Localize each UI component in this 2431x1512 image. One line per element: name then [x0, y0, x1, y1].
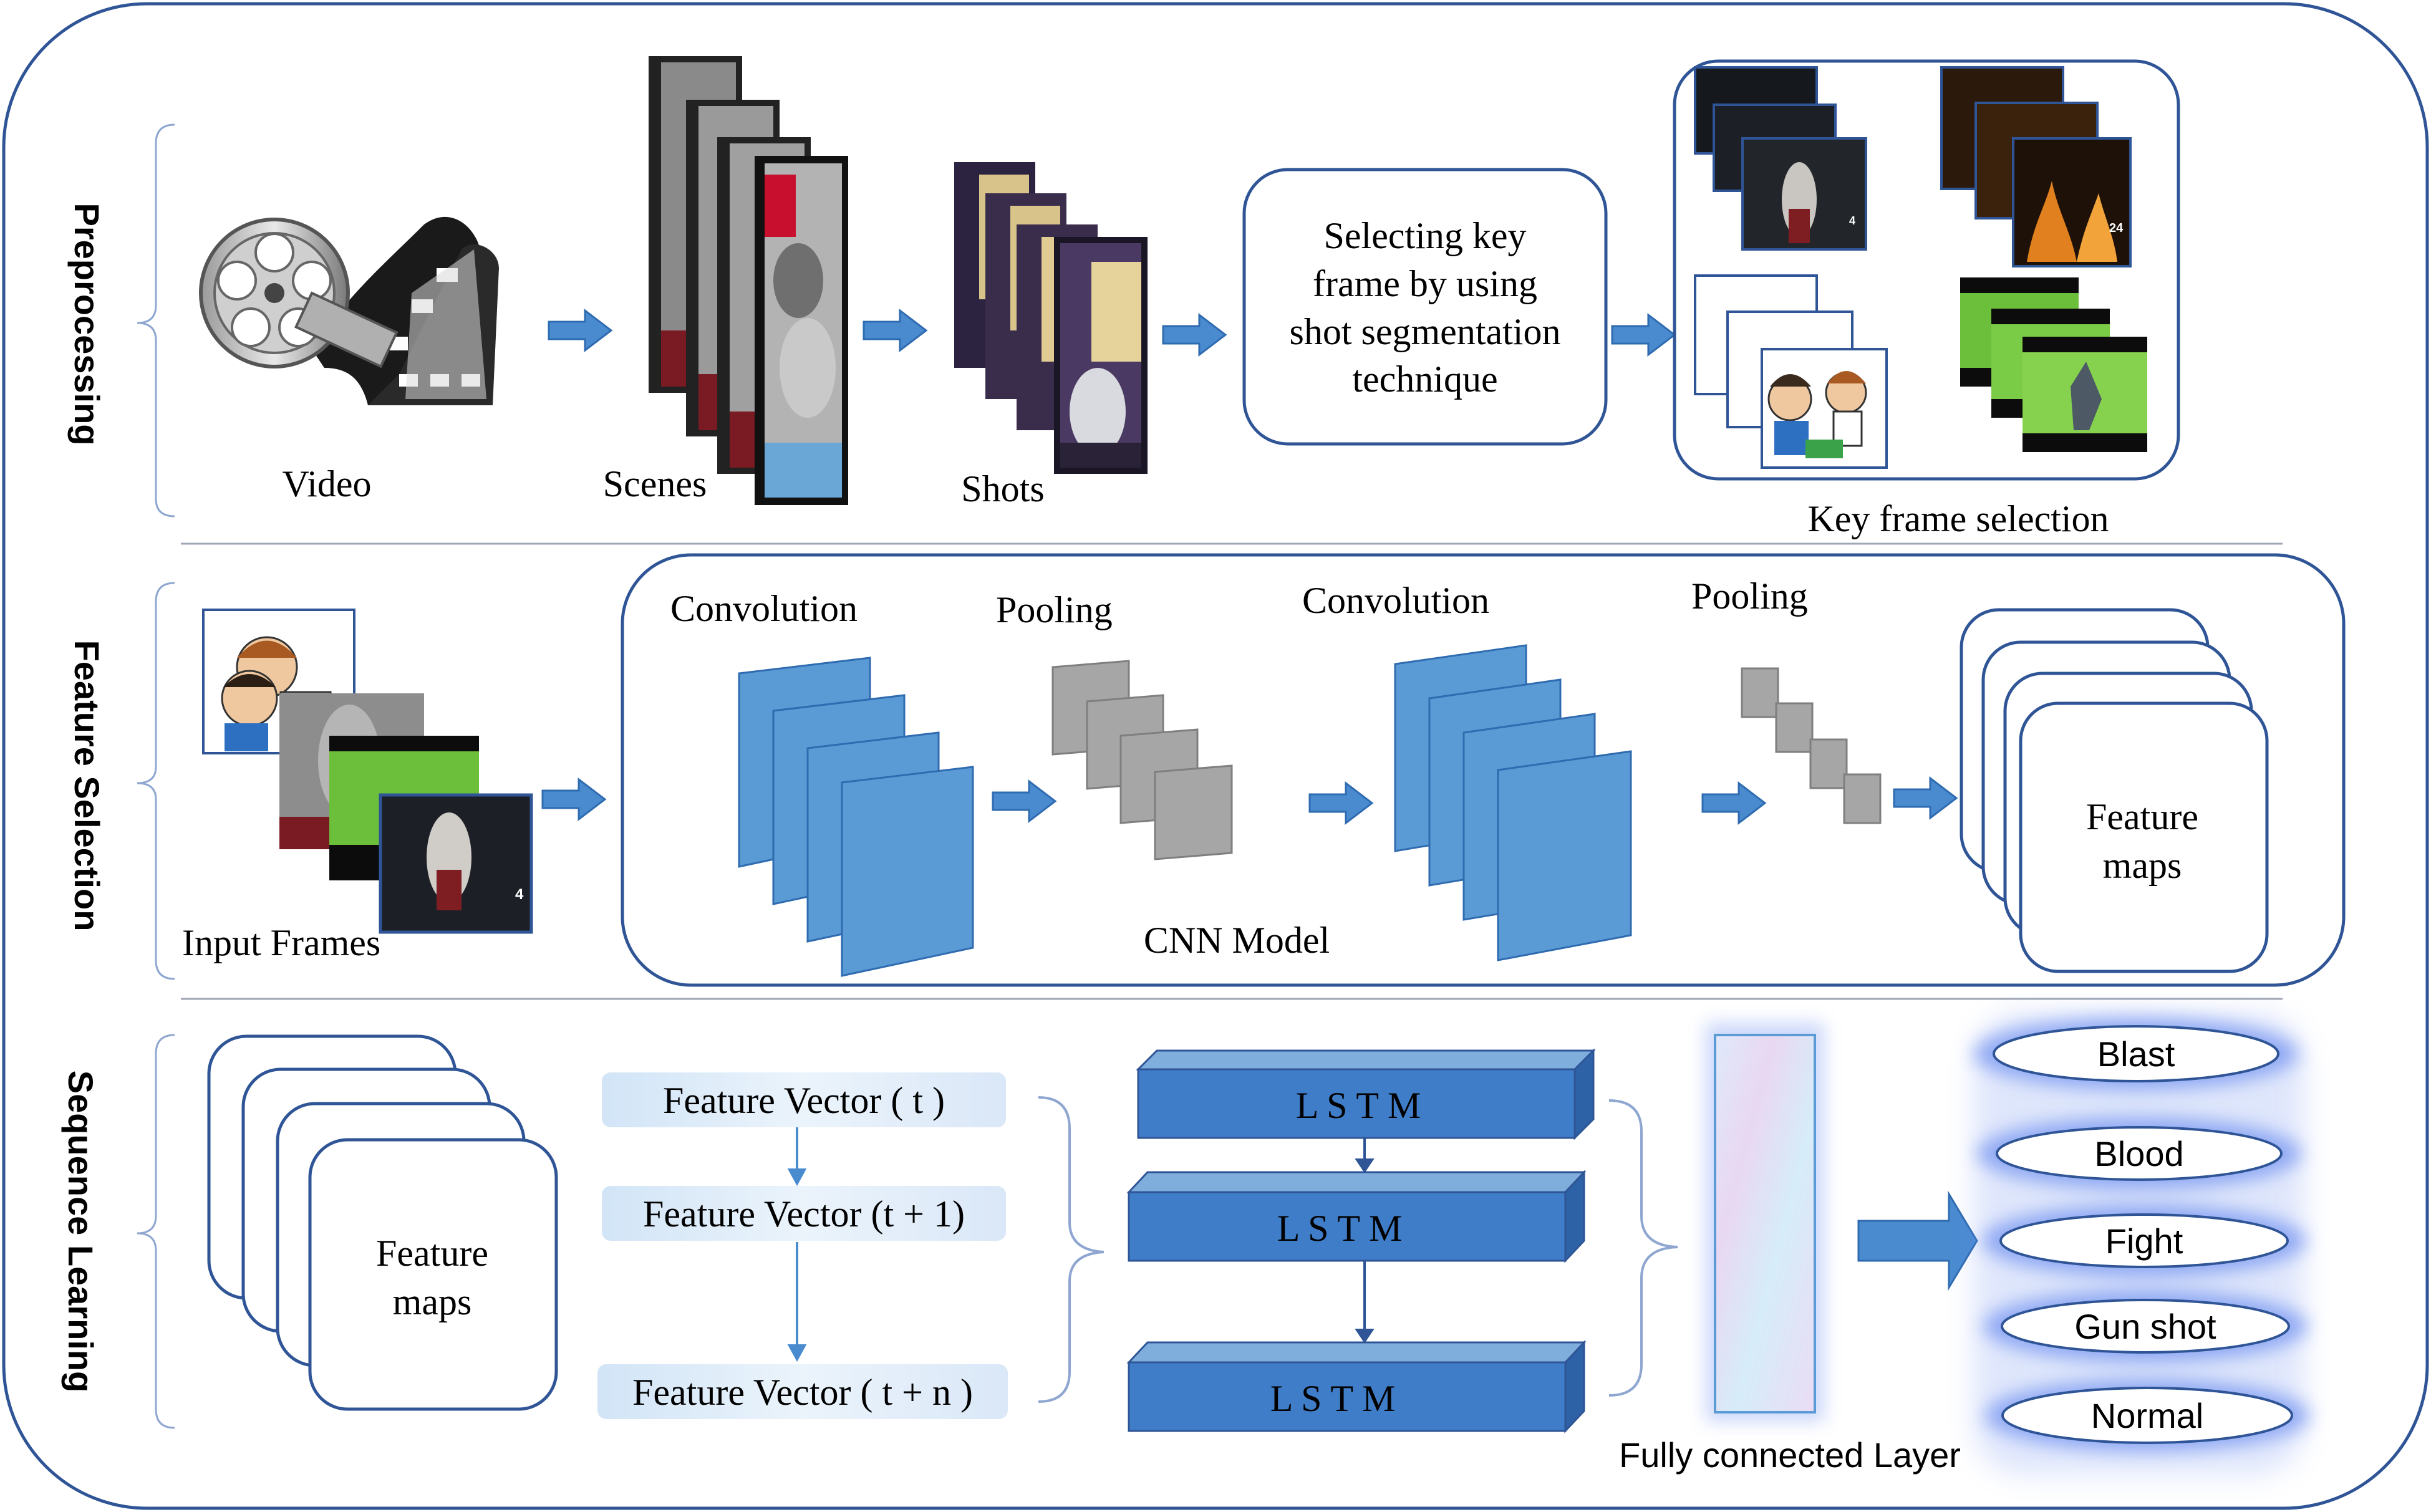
section-title-feature-selection: Feature Selection	[67, 640, 107, 932]
lstm-3-label: L S T M	[1270, 1378, 1396, 1419]
lstm-block-2	[1126, 1170, 1587, 1263]
arrow-fc-to-classes	[1857, 1190, 1978, 1291]
bracket-vectors-to-lstm	[1038, 1096, 1104, 1403]
fc-layer	[1714, 1034, 1816, 1413]
pool-1-layers	[1051, 660, 1233, 860]
class-gun-shot	[1983, 1290, 2308, 1362]
keyframe-group-cartoon	[1694, 274, 1888, 469]
feature-maps-1-line-1: Feature	[2086, 796, 2198, 837]
feature-maps-stack-1	[1960, 608, 2269, 973]
film-reel-icon	[199, 216, 499, 405]
scenes-stack	[649, 56, 848, 505]
thumb-num-4: 4	[1849, 214, 1855, 227]
feature-vector-t1-label: Feature Vector (t + 1)	[643, 1193, 965, 1235]
feature-vector-tn-label: Feature Vector ( t + n )	[632, 1372, 973, 1413]
lstm-1-label: L S T M	[1296, 1085, 1421, 1126]
fv-connectors	[787, 1127, 807, 1362]
convolution-2-label: Convolution	[1302, 580, 1489, 621]
feature-vector-t-label: Feature Vector ( t )	[663, 1080, 945, 1121]
feature-maps-2-line-1: Feature	[376, 1233, 488, 1274]
lstm-block-1	[1136, 1048, 1596, 1140]
class-blast	[1974, 1018, 2298, 1090]
input-thumb-num-4: 4	[515, 886, 524, 903]
feature-vector-t-box	[602, 1072, 1006, 1127]
conv-1-layers	[738, 657, 974, 977]
selecting-line-1: Selecting key	[1324, 215, 1527, 256]
class-fight	[1982, 1205, 2306, 1277]
fc-layer-label: Fully connected Layer	[1619, 1435, 1961, 1475]
class-blast-label: Blast	[2097, 1034, 2175, 1074]
cnn-model-label: CNN Model	[1144, 920, 1330, 961]
section-title-preprocessing: Preprocessing	[67, 203, 107, 445]
keyframe-group-dark: 4	[1694, 66, 1867, 251]
class-normal-label: Normal	[2091, 1396, 2203, 1435]
pooling-2-label: Pooling	[1691, 575, 1808, 617]
conv-2-layers	[1394, 644, 1632, 961]
feature-maps-2-line-2: maps	[393, 1281, 472, 1322]
key-frame-selection-label: Key frame selection	[1807, 498, 2109, 539]
input-frames-stack: 4	[202, 609, 533, 934]
class-blood	[1977, 1117, 2301, 1190]
feature-vector-t1-box	[602, 1186, 1006, 1241]
feature-maps-stack-2	[207, 1034, 558, 1411]
pool-2-layers	[1741, 667, 1882, 824]
convolution-1-label: Convolution	[670, 588, 858, 629]
input-frames-label: Input Frames	[182, 922, 380, 963]
bracket-feature-selection	[137, 582, 175, 980]
video-label: Video	[282, 463, 371, 504]
shots-stack	[954, 162, 1148, 474]
thumb-num-24: 24	[2109, 221, 2124, 235]
feature-maps-1-line-2: maps	[2103, 845, 2182, 886]
lstm-block-3	[1126, 1340, 1587, 1433]
selecting-key-frame-box	[1242, 168, 1608, 446]
bracket-preprocessing	[137, 123, 175, 518]
scenes-label: Scenes	[603, 463, 707, 504]
class-normal	[1985, 1379, 2309, 1452]
class-blood-label: Blood	[2094, 1134, 2183, 1173]
bracket-sequence-learning	[137, 1034, 175, 1429]
selecting-line-4: technique	[1352, 359, 1497, 400]
bracket-lstm-to-fc	[1608, 1099, 1678, 1397]
lstm-2-label: L S T M	[1277, 1208, 1403, 1249]
shots-label: Shots	[961, 468, 1044, 509]
keyframe-group-fire: 24	[1940, 66, 2132, 267]
lstm-connectors	[1355, 1138, 1375, 1344]
feature-vector-tn-box	[597, 1364, 1008, 1419]
selecting-line-3: shot segmentation	[1290, 311, 1561, 352]
keyframe-group-green	[1960, 277, 2147, 452]
pooling-1-label: Pooling	[996, 589, 1113, 630]
section-title-sequence-learning: Sequence Learning	[61, 1071, 100, 1393]
selecting-line-2: frame by using	[1313, 263, 1537, 304]
class-fight-label: Fight	[2105, 1221, 2183, 1261]
class-gun-shot-label: Gun shot	[2074, 1307, 2216, 1346]
